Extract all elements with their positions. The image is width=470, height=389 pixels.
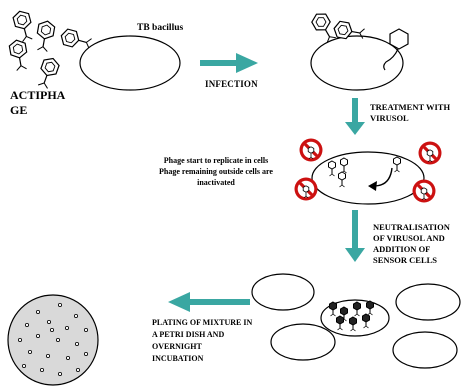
- tb-bacillus-label: TB bacillus: [137, 23, 184, 33]
- sensor-cells: [251, 273, 461, 369]
- plating-arrow: [168, 292, 250, 312]
- infected-cell: [310, 35, 404, 91]
- neutralisation-arrow: [345, 210, 365, 262]
- tb-bacillus-cell: [79, 35, 181, 91]
- phage-icon: [11, 8, 36, 43]
- infection-arrow: [200, 53, 258, 73]
- phage-note-label: Phage start to replicate in cells Phage …: [159, 156, 273, 187]
- treatment-arrow: [345, 98, 365, 135]
- actiphage-label: ACTIPHA GE: [10, 88, 66, 117]
- treated-cell: [311, 151, 425, 205]
- petri-dish: [7, 294, 99, 386]
- sensor-cell: [270, 323, 336, 361]
- no-entry-icon: [416, 139, 444, 167]
- sensor-cell: [395, 283, 461, 321]
- phage-icon: [58, 27, 93, 52]
- neutralisation-label: NEUTRALISATION OF VIRUSOL AND ADDITION O…: [373, 222, 450, 265]
- treatment-label: TREATMENT WITH VIRUSOL: [370, 102, 451, 123]
- phage-icon: [34, 55, 62, 91]
- phage-icon: [7, 38, 31, 72]
- curved-arrow: [373, 167, 393, 187]
- no-entry-icon: [410, 177, 438, 205]
- phage-icon: [33, 19, 57, 53]
- actiphage-cluster: [7, 8, 93, 91]
- phage-icon: [383, 28, 409, 71]
- sensor-cell: [392, 331, 458, 369]
- infection-label: INFECTION: [205, 79, 258, 89]
- sensor-cell: [251, 273, 315, 311]
- plating-label: PLATING OF MIXTURE IN A PETRI DISH AND O…: [152, 318, 253, 363]
- curved-arrowhead: [368, 181, 377, 191]
- no-entry-icon: [297, 136, 325, 164]
